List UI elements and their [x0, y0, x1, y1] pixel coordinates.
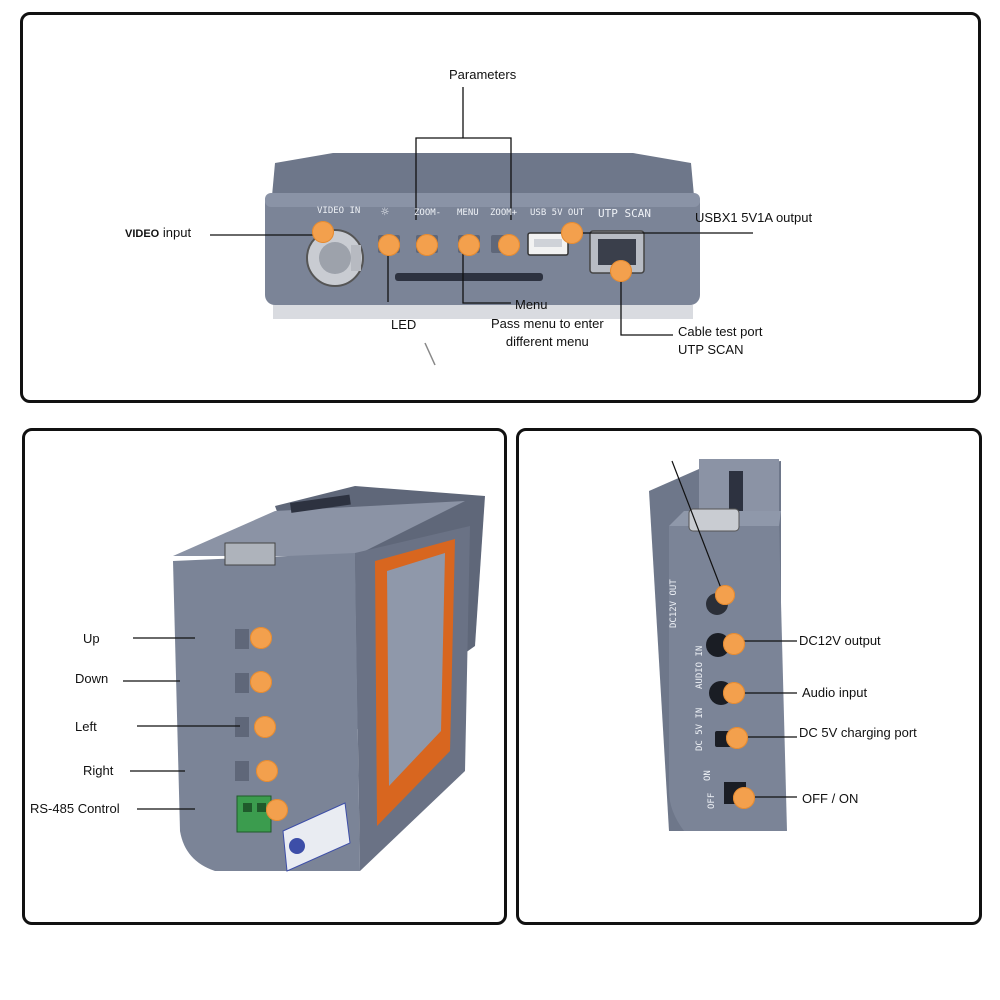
menu-print: MENU [457, 208, 479, 218]
right-label: Right [83, 763, 114, 778]
on-print: ON [703, 770, 713, 781]
off-on-marker [733, 787, 755, 809]
dc12v-label: DC12V output [799, 633, 881, 648]
right-panel: DC12V OUT AUDIO IN DC 5V IN ON OFF DC12V… [516, 428, 982, 925]
audio-label: Audio input [802, 685, 868, 700]
led-marker [378, 234, 400, 256]
left-panel: Up Down Left Right RS-485 Control [22, 428, 507, 925]
down-marker [250, 671, 272, 693]
right-device-illustration [649, 459, 797, 831]
video-in-print: VIDEO IN [317, 206, 361, 216]
menu-label: Menu [515, 297, 548, 312]
zoom-plus-marker [498, 234, 520, 256]
dc12v-marker [723, 633, 745, 655]
audio-in-print: AUDIO IN [695, 645, 705, 689]
menu-marker [458, 234, 480, 256]
dc5v-in-print: DC 5V IN [695, 707, 705, 751]
utp-marker [610, 260, 632, 282]
parameters-label: Parameters [449, 67, 517, 82]
left-label: Left [75, 719, 97, 734]
video-input-label: VIDEO input [125, 225, 191, 240]
off-print: OFF [707, 792, 717, 809]
usb-output-label: USBX1 5V1A output [695, 210, 813, 225]
led-side-marker [715, 585, 735, 605]
zoom-minus-marker [416, 234, 438, 256]
video-in-marker [312, 221, 334, 243]
dc5v-label: DC 5V charging port [799, 725, 917, 740]
led-label: LED [391, 317, 417, 332]
usb-print: USB 5V OUT [530, 208, 585, 218]
rs485-label: RS-485 Control [30, 801, 120, 816]
left-marker [254, 716, 276, 738]
off-on-label: OFF / ON [802, 791, 859, 806]
rs485-marker [266, 799, 288, 821]
cable-test-label: Cable test port UTP SCAN [678, 324, 763, 357]
video-input-strong: VIDEO [125, 228, 160, 240]
audio-marker [723, 682, 745, 704]
right-marker [256, 760, 278, 782]
dc5v-marker [726, 727, 748, 749]
up-label: Up [83, 631, 100, 646]
left-device-illustration [123, 486, 485, 872]
utp-print: UTP SCAN [598, 207, 651, 220]
down-label: Down [75, 671, 109, 686]
up-marker [250, 627, 272, 649]
led-icon: ☼ [381, 205, 389, 220]
zoom-plus-print: ZOOM+ [490, 208, 518, 218]
dc12v-out-print: DC12V OUT [669, 579, 679, 628]
zoom-minus-print: ZOOM- [414, 208, 442, 218]
menu-desc-label: Pass menu to enter different menu [491, 316, 604, 349]
usb-marker [561, 222, 583, 244]
video-input-rest: input [162, 225, 192, 240]
top-panel: VIDEO IN ☼ ZOOM- MENU ZOOM+ USB 5V OUT U… [20, 12, 981, 403]
